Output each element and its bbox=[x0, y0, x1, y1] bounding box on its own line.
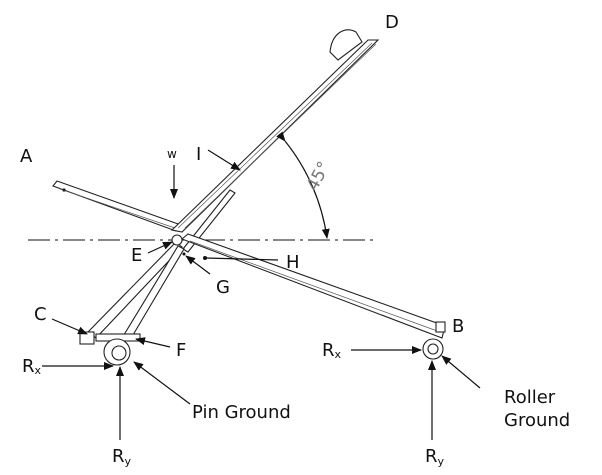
roller-label-line2: Ground bbox=[504, 410, 570, 431]
joint-e bbox=[171, 234, 183, 246]
roller-label-line1: Roller bbox=[504, 387, 556, 408]
leader-pin-ground bbox=[133, 361, 191, 405]
right-ry-label: Ry bbox=[425, 446, 445, 468]
leader-h bbox=[205, 257, 279, 261]
label-e: E bbox=[131, 245, 142, 266]
leader-g bbox=[185, 255, 211, 275]
label-h: H bbox=[286, 252, 300, 273]
arm-c bbox=[79, 241, 185, 345]
pin-support bbox=[103, 338, 131, 366]
point-g-dot bbox=[182, 252, 186, 256]
leader-e bbox=[147, 241, 173, 254]
label-c: C bbox=[34, 304, 47, 325]
arm-a bbox=[52, 180, 182, 232]
label-g: G bbox=[216, 277, 230, 298]
leader-roller-ground bbox=[441, 355, 481, 389]
point-h-dot bbox=[203, 256, 207, 260]
arm-b bbox=[180, 233, 446, 339]
leader-c bbox=[51, 318, 88, 335]
left-rx-label: Rx bbox=[22, 356, 42, 377]
label-a: A bbox=[20, 146, 33, 167]
left-ry-label: Ry bbox=[112, 446, 132, 468]
leader-i bbox=[207, 149, 241, 171]
label-f: F bbox=[176, 340, 186, 361]
roller-support bbox=[422, 338, 444, 360]
right-rx-label: Rx bbox=[322, 340, 342, 361]
pin-ground-label: Pin Ground bbox=[192, 402, 291, 423]
angle-arc bbox=[276, 131, 330, 239]
label-d: D bbox=[385, 12, 399, 33]
angle-label: 45° bbox=[303, 158, 335, 194]
label-b: B bbox=[452, 316, 464, 337]
label-w: w bbox=[167, 147, 177, 161]
leader-f bbox=[135, 337, 171, 348]
label-i: I bbox=[196, 144, 201, 165]
arm-d bbox=[170, 29, 380, 233]
